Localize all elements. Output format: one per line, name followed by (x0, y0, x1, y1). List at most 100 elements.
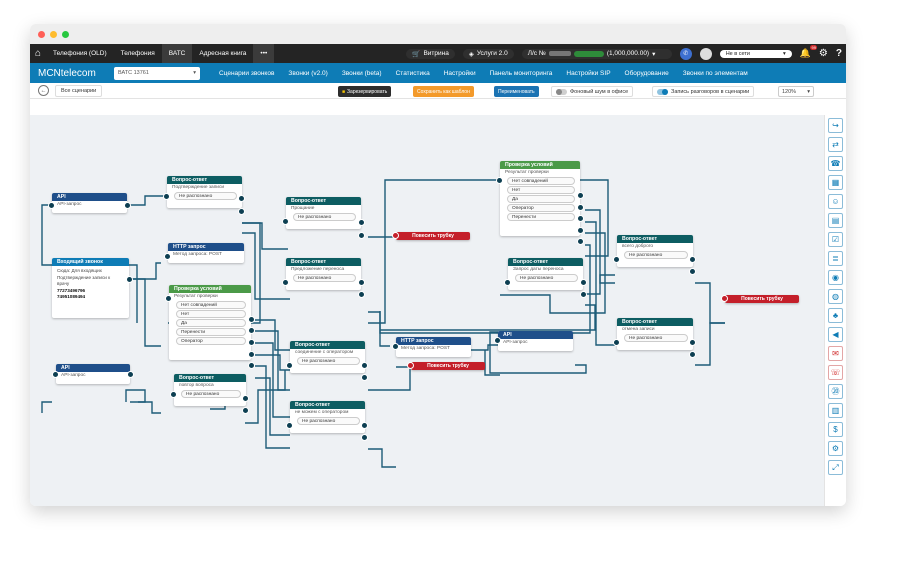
output-port[interactable] (577, 204, 584, 211)
forward-call-icon[interactable]: ⇄ (828, 137, 843, 152)
incoming-call-node[interactable]: Входящий звонок Сюда: Для входящих Подтв… (52, 258, 129, 318)
timeout-port[interactable] (242, 407, 249, 414)
timeout-port[interactable] (238, 208, 245, 215)
input-port[interactable] (48, 202, 55, 209)
question-node-cancel[interactable]: Вопрос-ответ отмена записи Не распознано (617, 318, 693, 350)
output-port[interactable] (127, 371, 134, 378)
nav-calls-by-elements[interactable]: Звонки по элементам (682, 69, 748, 77)
output-port[interactable] (124, 202, 131, 209)
input-port[interactable] (163, 193, 170, 200)
tab-vats[interactable]: ВАТС (161, 44, 193, 63)
timeout-port[interactable] (689, 268, 696, 275)
tab-telephony-old[interactable]: Телефония (OLD) (53, 50, 107, 57)
input-port[interactable] (392, 232, 399, 239)
question-node-operator-connect[interactable]: Вопрос-ответ соединение с оператором Не … (290, 341, 365, 373)
input-port[interactable] (282, 279, 289, 286)
globe-icon[interactable]: ◍ (828, 289, 843, 304)
nav-call-scenarios[interactable]: Сценарии звонков (219, 69, 275, 77)
input-port[interactable] (52, 371, 59, 378)
output-port[interactable] (361, 422, 368, 429)
question-node-farewell[interactable]: Вопрос-ответ Прощание Не распознано (286, 197, 361, 229)
output-port[interactable] (358, 219, 365, 226)
hangup-node-3[interactable]: Повесить трубку (725, 295, 799, 303)
question-node-repeat[interactable]: Вопрос-ответ повтор вопроса Не распознан… (174, 374, 246, 406)
output-port[interactable] (238, 195, 245, 202)
input-port[interactable] (392, 343, 399, 350)
output-port[interactable] (126, 276, 133, 283)
output-port[interactable] (242, 395, 249, 402)
hangup-node-2[interactable]: Повесить трубку (411, 362, 485, 370)
output-port[interactable] (248, 362, 255, 369)
more-tabs-button[interactable]: ••• (253, 44, 275, 63)
output-port[interactable] (248, 351, 255, 358)
input-port[interactable] (286, 422, 293, 429)
timeout-port[interactable] (358, 291, 365, 298)
bell-icon[interactable]: 🔔99 (799, 45, 817, 58)
timeout-port[interactable] (358, 232, 365, 239)
nav-statistics[interactable]: Статистика (395, 69, 430, 77)
api-node-3[interactable]: API API-запрос (498, 331, 573, 351)
input-port[interactable] (164, 253, 171, 260)
output-port[interactable] (689, 339, 696, 346)
nav-sip-settings[interactable]: Настройки SIP (566, 69, 611, 77)
save-template-button[interactable]: Сохранить как шаблон (413, 86, 474, 97)
tab-telephony[interactable]: Телефония (120, 50, 155, 57)
phone-icon[interactable]: ✆ (679, 47, 692, 60)
gear-icon[interactable]: ⚙ (818, 48, 828, 59)
hangup-node-1[interactable]: Повесить трубку (396, 232, 470, 240)
transfer-call-icon[interactable]: ↪ (828, 118, 843, 133)
question-node-transfer-offer[interactable]: Вопрос-ответ Предложение переноса Не рас… (286, 258, 361, 290)
question-node-transfer-date[interactable]: Вопрос-ответ Запрос даты переноса Не рас… (508, 258, 583, 290)
zoom-select[interactable]: 120%▾ (778, 86, 814, 97)
output-port[interactable] (248, 316, 255, 323)
home-icon[interactable]: ⌂ (34, 48, 42, 59)
input-port[interactable] (496, 177, 503, 184)
input-port[interactable] (721, 295, 728, 302)
timeout-port[interactable] (580, 291, 587, 298)
condition-node-2[interactable]: Проверка условий Результат проверки Нет … (500, 161, 580, 236)
status-select[interactable]: Не в сети▾ (719, 49, 792, 58)
expand-icon[interactable]: ⤢ (828, 460, 843, 475)
question-node-operator-unavailable[interactable]: Вопрос-ответ не можем с оператором Не ра… (290, 401, 365, 433)
input-port[interactable] (165, 295, 172, 302)
nav-equipment[interactable]: Оборудование (624, 69, 669, 77)
input-port[interactable] (282, 218, 289, 225)
all-scenarios-button[interactable]: Все сценарии (55, 84, 103, 97)
output-port[interactable] (577, 215, 584, 222)
rename-button[interactable]: Переименовать (494, 86, 539, 97)
nav-monitoring[interactable]: Панель мониторинга (489, 69, 553, 77)
condition-node-1[interactable]: Проверка условий Результат проверки Нет … (169, 285, 251, 360)
voice-icon[interactable]: ◉ (828, 270, 843, 285)
output-port[interactable] (361, 362, 368, 369)
24h-icon[interactable]: ⑳ (828, 384, 843, 399)
input-port[interactable] (170, 391, 177, 398)
back-arrow-icon[interactable]: ← (38, 85, 49, 96)
vats-select[interactable]: ВАТС 13761▾ (114, 66, 200, 80)
script-icon[interactable]: ≣ (828, 251, 843, 266)
megaphone-icon[interactable]: ◀ (828, 327, 843, 342)
output-port[interactable] (689, 256, 696, 263)
minimize-window-button[interactable] (50, 30, 57, 38)
nav-calls-beta[interactable]: Звонки (beta) (341, 69, 382, 77)
building-icon[interactable]: ▦ (828, 175, 843, 190)
mail-icon[interactable]: ✉ (828, 346, 843, 361)
output-port[interactable] (577, 192, 584, 199)
output-port[interactable] (358, 279, 365, 286)
operator-icon[interactable]: ☎ (828, 156, 843, 171)
record-calls-toggle[interactable]: Запись разговоров в сценарии (652, 86, 755, 97)
nav-settings[interactable]: Настройки (443, 69, 476, 77)
tab-address-book[interactable]: Адресная книга (199, 50, 247, 57)
input-port[interactable] (613, 256, 620, 263)
vitrina-button[interactable]: 🛒Витрина (406, 48, 455, 59)
reserve-button[interactable]: ■Зарезервировать (338, 86, 392, 97)
output-port[interactable] (248, 339, 255, 346)
weekday-icon[interactable]: ▥ (828, 403, 843, 418)
dollar-icon[interactable]: $ (828, 422, 843, 437)
output-port[interactable] (248, 327, 255, 334)
input-port[interactable] (286, 362, 293, 369)
input-port[interactable] (494, 337, 501, 344)
maximize-window-button[interactable] (62, 30, 69, 38)
api-node-1[interactable]: API API-запрос (52, 193, 127, 213)
input-port[interactable] (504, 279, 511, 286)
help-icon[interactable]: ? (835, 48, 842, 59)
